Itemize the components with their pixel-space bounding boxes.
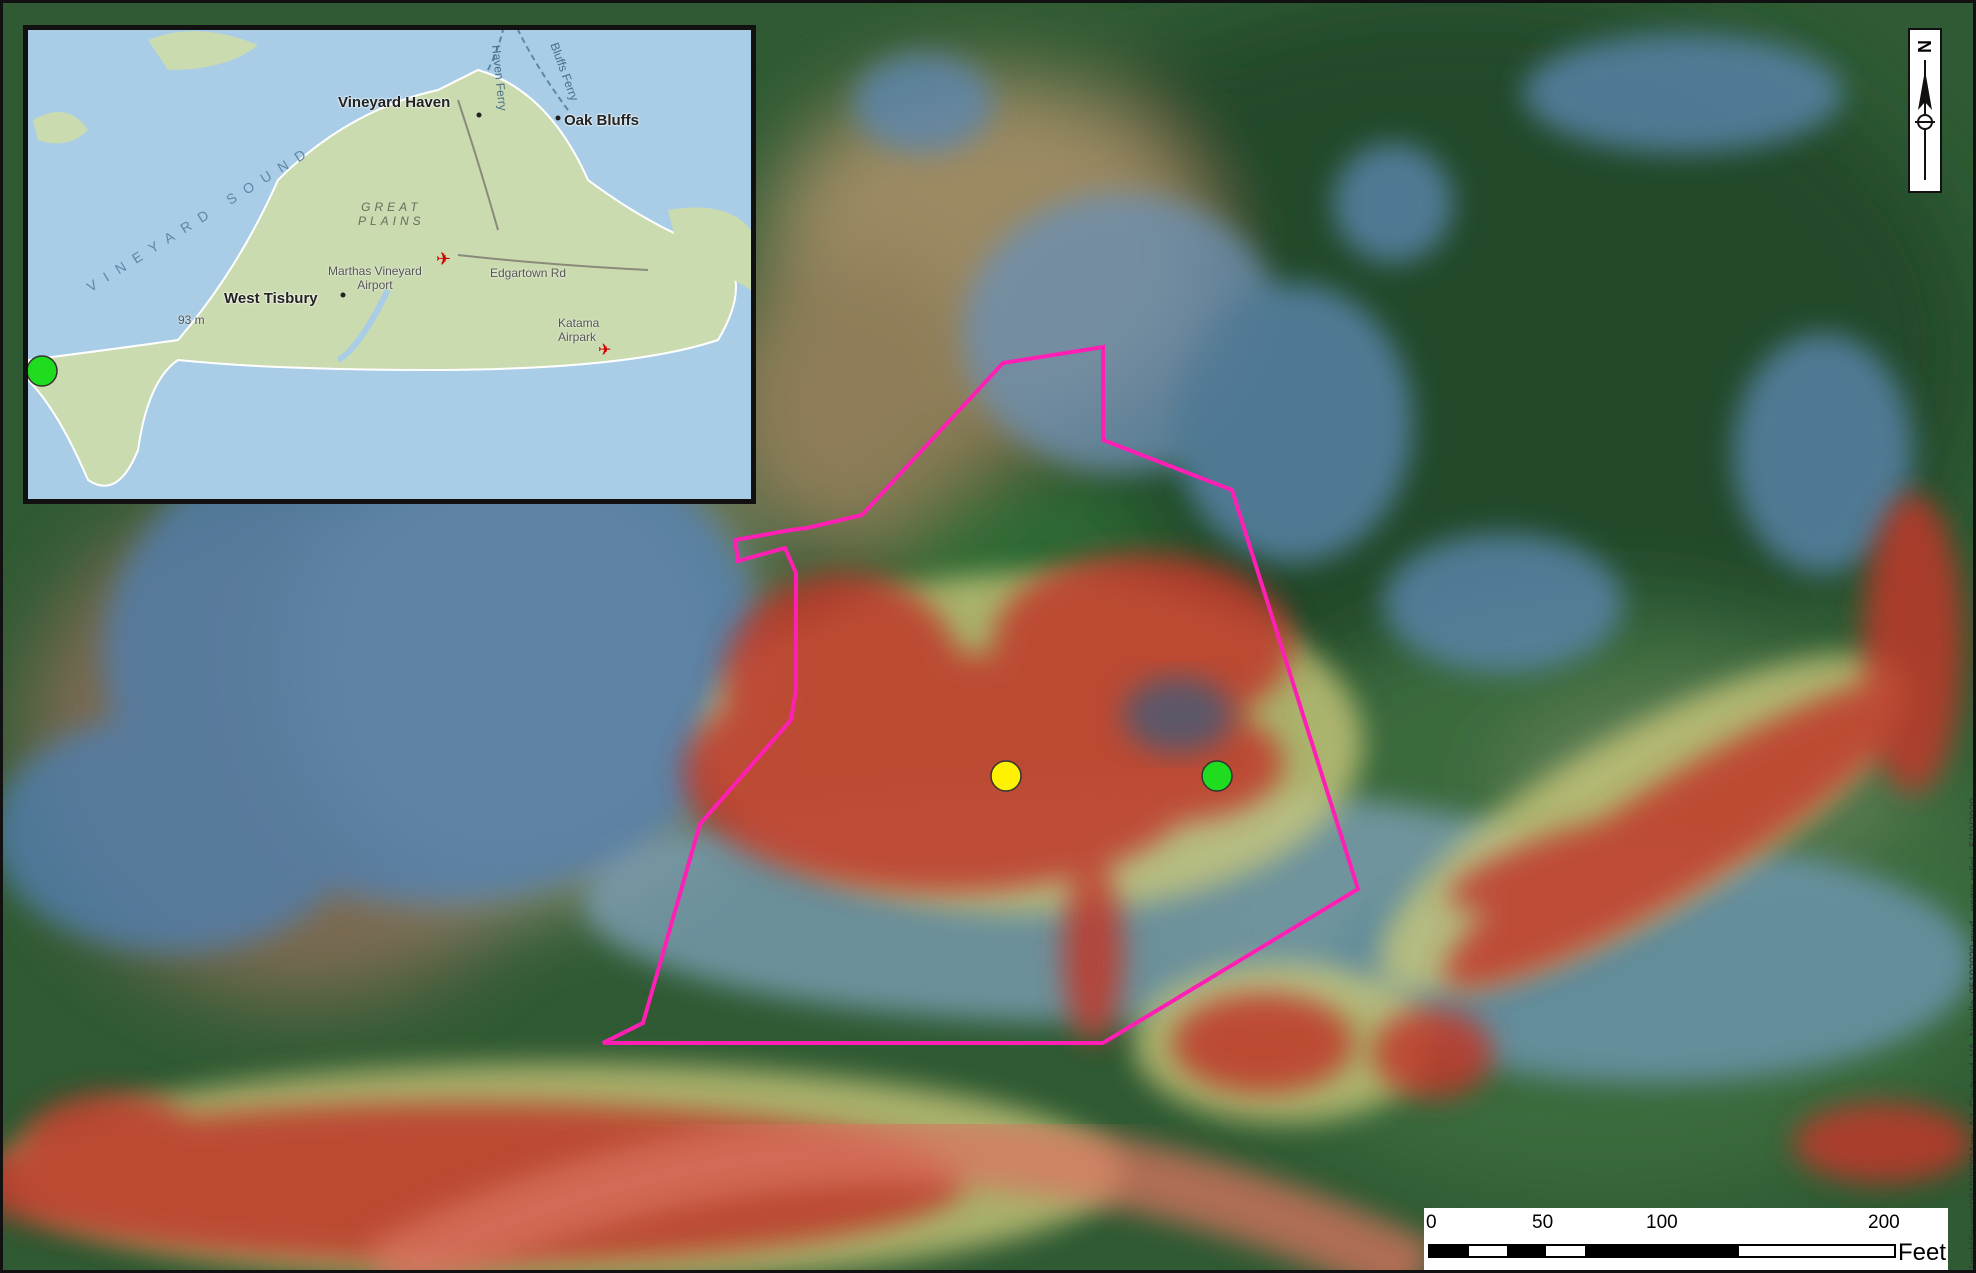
- scale-seg: [1430, 1246, 1469, 1256]
- inset-locator-map: ✈ ✈ Vineyard Haven Oak Bluffs West Tisbu…: [23, 25, 756, 504]
- heatmap-high: [3, 493, 1973, 1263]
- place-oak-bluffs: Oak Bluffs: [564, 112, 640, 129]
- airport-icon: ✈: [436, 249, 451, 270]
- ferry-route-1: [487, 30, 504, 71]
- vineyard-haven-dot: [476, 112, 482, 118]
- north-arrow: N: [1908, 28, 1942, 193]
- green-marker[interactable]: [1201, 760, 1233, 792]
- scale-seg: [1507, 1246, 1547, 1256]
- place-vineyard-haven: Vineyard Haven: [338, 94, 451, 111]
- label-elevation: 93 m: [178, 313, 205, 327]
- scale-bar: 0 50 100 200 Feet: [1424, 1208, 1948, 1270]
- katama-airport-icon: ✈: [598, 340, 611, 359]
- scale-track: [1428, 1244, 1896, 1258]
- chappaquiddick: [668, 207, 751, 290]
- road-arc: [367, 1114, 1438, 1270]
- island-shape: [28, 68, 737, 487]
- crater-ring: [1123, 677, 1233, 753]
- scale-seg: [1584, 1246, 1740, 1256]
- ferry-route-2: [517, 30, 569, 111]
- label-great-plains: GREAT PLAINS: [358, 200, 425, 228]
- scale-unit: Feet: [1897, 1239, 1946, 1266]
- north-arrow-icon: [1915, 60, 1935, 180]
- place-west-tisbury: West Tisbury: [224, 290, 318, 307]
- scale-tick-100: 100: [1646, 1212, 1678, 1233]
- scale-seg: [1468, 1246, 1508, 1256]
- inset-road-edgartown: [457, 254, 649, 271]
- islet: [33, 112, 88, 144]
- project-boundary: [602, 344, 1361, 1045]
- scale-seg: [1739, 1246, 1895, 1256]
- inset-pond: [336, 288, 391, 363]
- label-airport: Marthas Vineyard Airport: [328, 264, 422, 292]
- document-path: \arch\figures\05192020\App_A2_Gayhead_VA…: [1968, 797, 1976, 1268]
- scale-tick-0: 0: [1426, 1212, 1437, 1233]
- scale-tick-50: 50: [1532, 1212, 1554, 1233]
- scale-tick-200: 200: [1868, 1212, 1900, 1233]
- west-tisbury-dot: [340, 292, 346, 298]
- inset-map-graphic: ✈ ✈: [28, 30, 751, 499]
- north-shore: [148, 31, 258, 70]
- main-map: [3, 3, 1973, 1270]
- yellow-marker[interactable]: [990, 760, 1022, 792]
- inset-green-marker[interactable]: [28, 355, 58, 387]
- label-edgartown-rd: Edgartown Rd: [490, 266, 567, 280]
- label-katama: Katama Airpark: [558, 316, 600, 344]
- oak-bluffs-dot: [555, 115, 561, 121]
- scale-seg: [1546, 1246, 1585, 1256]
- inset-road: [457, 99, 499, 231]
